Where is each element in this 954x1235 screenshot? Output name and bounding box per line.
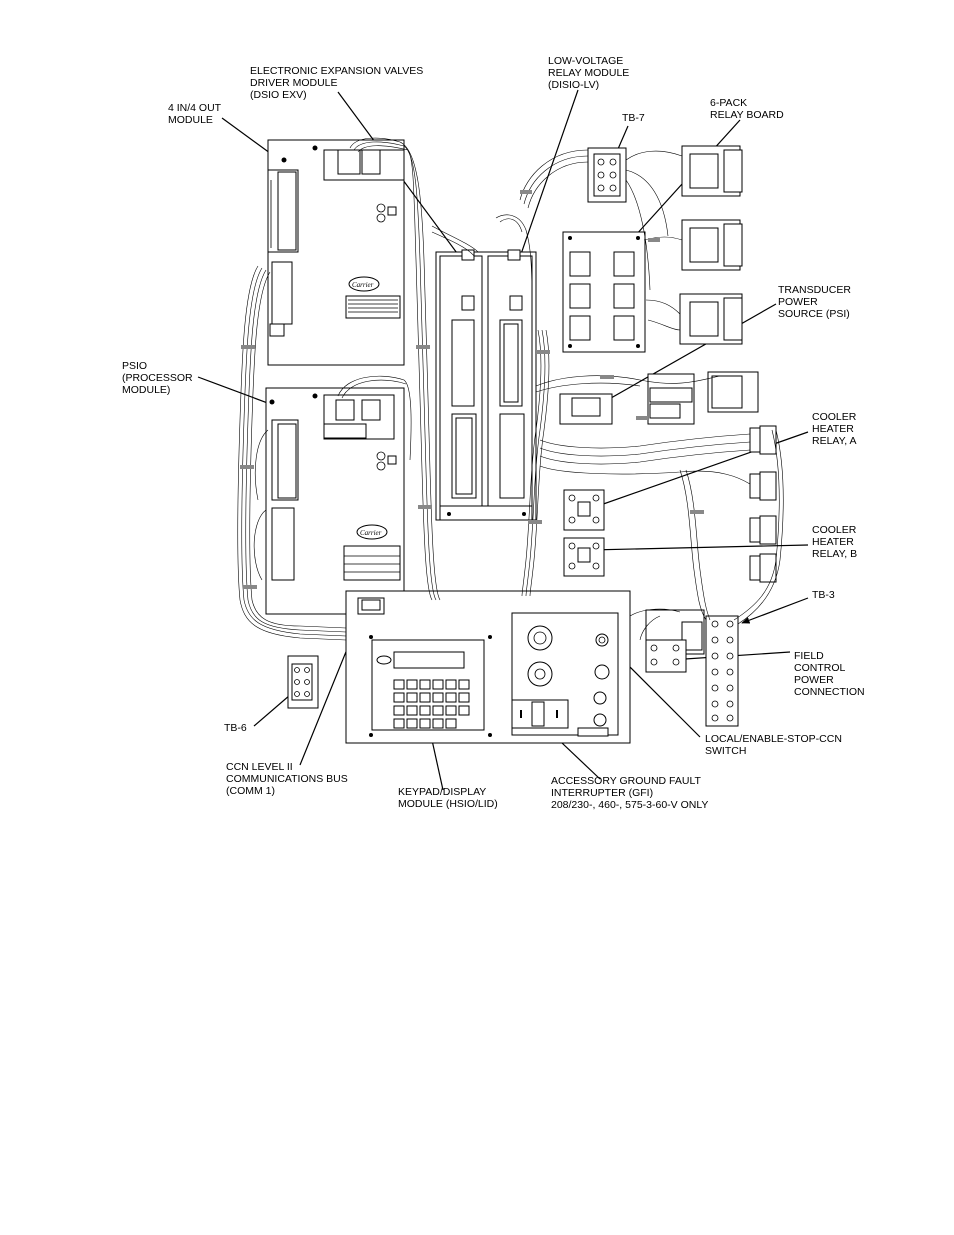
carrier-logo-icon xyxy=(356,524,388,540)
label-gfi: ACCESSORY GROUND FAULT INTERRUPTER (GFI)… xyxy=(551,775,708,811)
switch-knob-icon xyxy=(527,625,553,651)
heater-relay-terminal-blocks xyxy=(563,489,605,577)
label-heater-a: COOLER HEATER RELAY, A xyxy=(812,411,859,447)
label-keypad: KEYPAD/DISPLAY MODULE (HSIO/LID) xyxy=(398,786,498,810)
label-exv-module: ELECTRONIC EXPANSION VALVES DRIVER MODUL… xyxy=(250,65,426,101)
lid-display-screen xyxy=(393,651,465,669)
label-6pack: 6-PACK RELAY BOARD xyxy=(710,97,784,121)
svg-text:Carrier: Carrier xyxy=(360,529,382,537)
carrier-logo-icon xyxy=(348,276,380,292)
tb6-terminal-block xyxy=(287,655,319,709)
wiring-harnesses xyxy=(237,137,784,641)
label-local-switch: LOCAL/ENABLE-STOP-CCN SWITCH xyxy=(705,733,845,757)
psio-module: Carrier xyxy=(265,387,405,615)
label-tb7: TB-7 xyxy=(622,112,645,124)
label-tb6: TB-6 xyxy=(224,722,247,734)
label-heater-b: COOLER HEATER RELAY, B xyxy=(812,524,859,560)
tb7-terminal-block xyxy=(587,147,627,203)
svg-text:Carrier: Carrier xyxy=(352,281,374,289)
label-transducer: TRANSDUCER POWER SOURCE (PSI) xyxy=(778,284,854,320)
label-psio: PSIO (PROCESSOR MODULE) xyxy=(122,360,196,396)
label-tb3: TB-3 xyxy=(812,589,835,601)
transducer-power-source xyxy=(559,373,695,425)
local-enable-stop-ccn-switch-icon xyxy=(595,633,609,647)
contactors xyxy=(679,145,759,413)
label-4in-4out: 4 IN/4 OUT MODULE xyxy=(168,102,224,126)
lower-control-panel xyxy=(345,590,631,744)
cooler-heater-relays xyxy=(749,425,777,583)
labels: ELECTRONIC EXPANSION VALVES DRIVER MODUL… xyxy=(122,55,865,811)
exv-lv-modules xyxy=(435,249,537,521)
label-field-power: FIELD CONTROL POWER CONNECTION xyxy=(794,650,865,698)
6pack-relay-board xyxy=(562,231,646,353)
label-lv-relay: LOW-VOLTAGE RELAY MODULE (DISIO-LV) xyxy=(548,55,632,91)
label-ccn-bus: CCN LEVEL II COMMUNICATIONS BUS (COMM 1) xyxy=(226,761,351,797)
4in-4out-module: Carrier xyxy=(267,139,405,366)
keypad-keys xyxy=(393,679,470,729)
tb3-terminal-block xyxy=(645,609,739,727)
